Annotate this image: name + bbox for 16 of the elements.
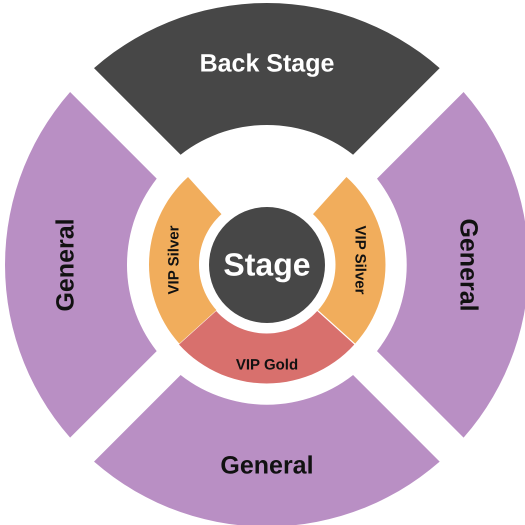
- seating-section: [377, 92, 525, 438]
- section-label: General: [453, 218, 482, 312]
- stage-circle: [209, 207, 325, 323]
- seating-section: [5, 92, 157, 438]
- section-label: VIP Silver: [166, 226, 183, 295]
- section-label: General: [220, 451, 314, 480]
- section-label: VIP Gold: [236, 356, 298, 374]
- seating-section: [94, 375, 440, 525]
- section-label: VIP Silver: [351, 226, 368, 295]
- section-label: Stage: [223, 246, 311, 284]
- seating-section: [94, 3, 440, 155]
- seating-section: [179, 310, 355, 383]
- section-label: General: [52, 218, 80, 312]
- seating-section: [312, 177, 385, 344]
- seating-section: [149, 177, 222, 344]
- section-label: Back Stage: [200, 50, 334, 78]
